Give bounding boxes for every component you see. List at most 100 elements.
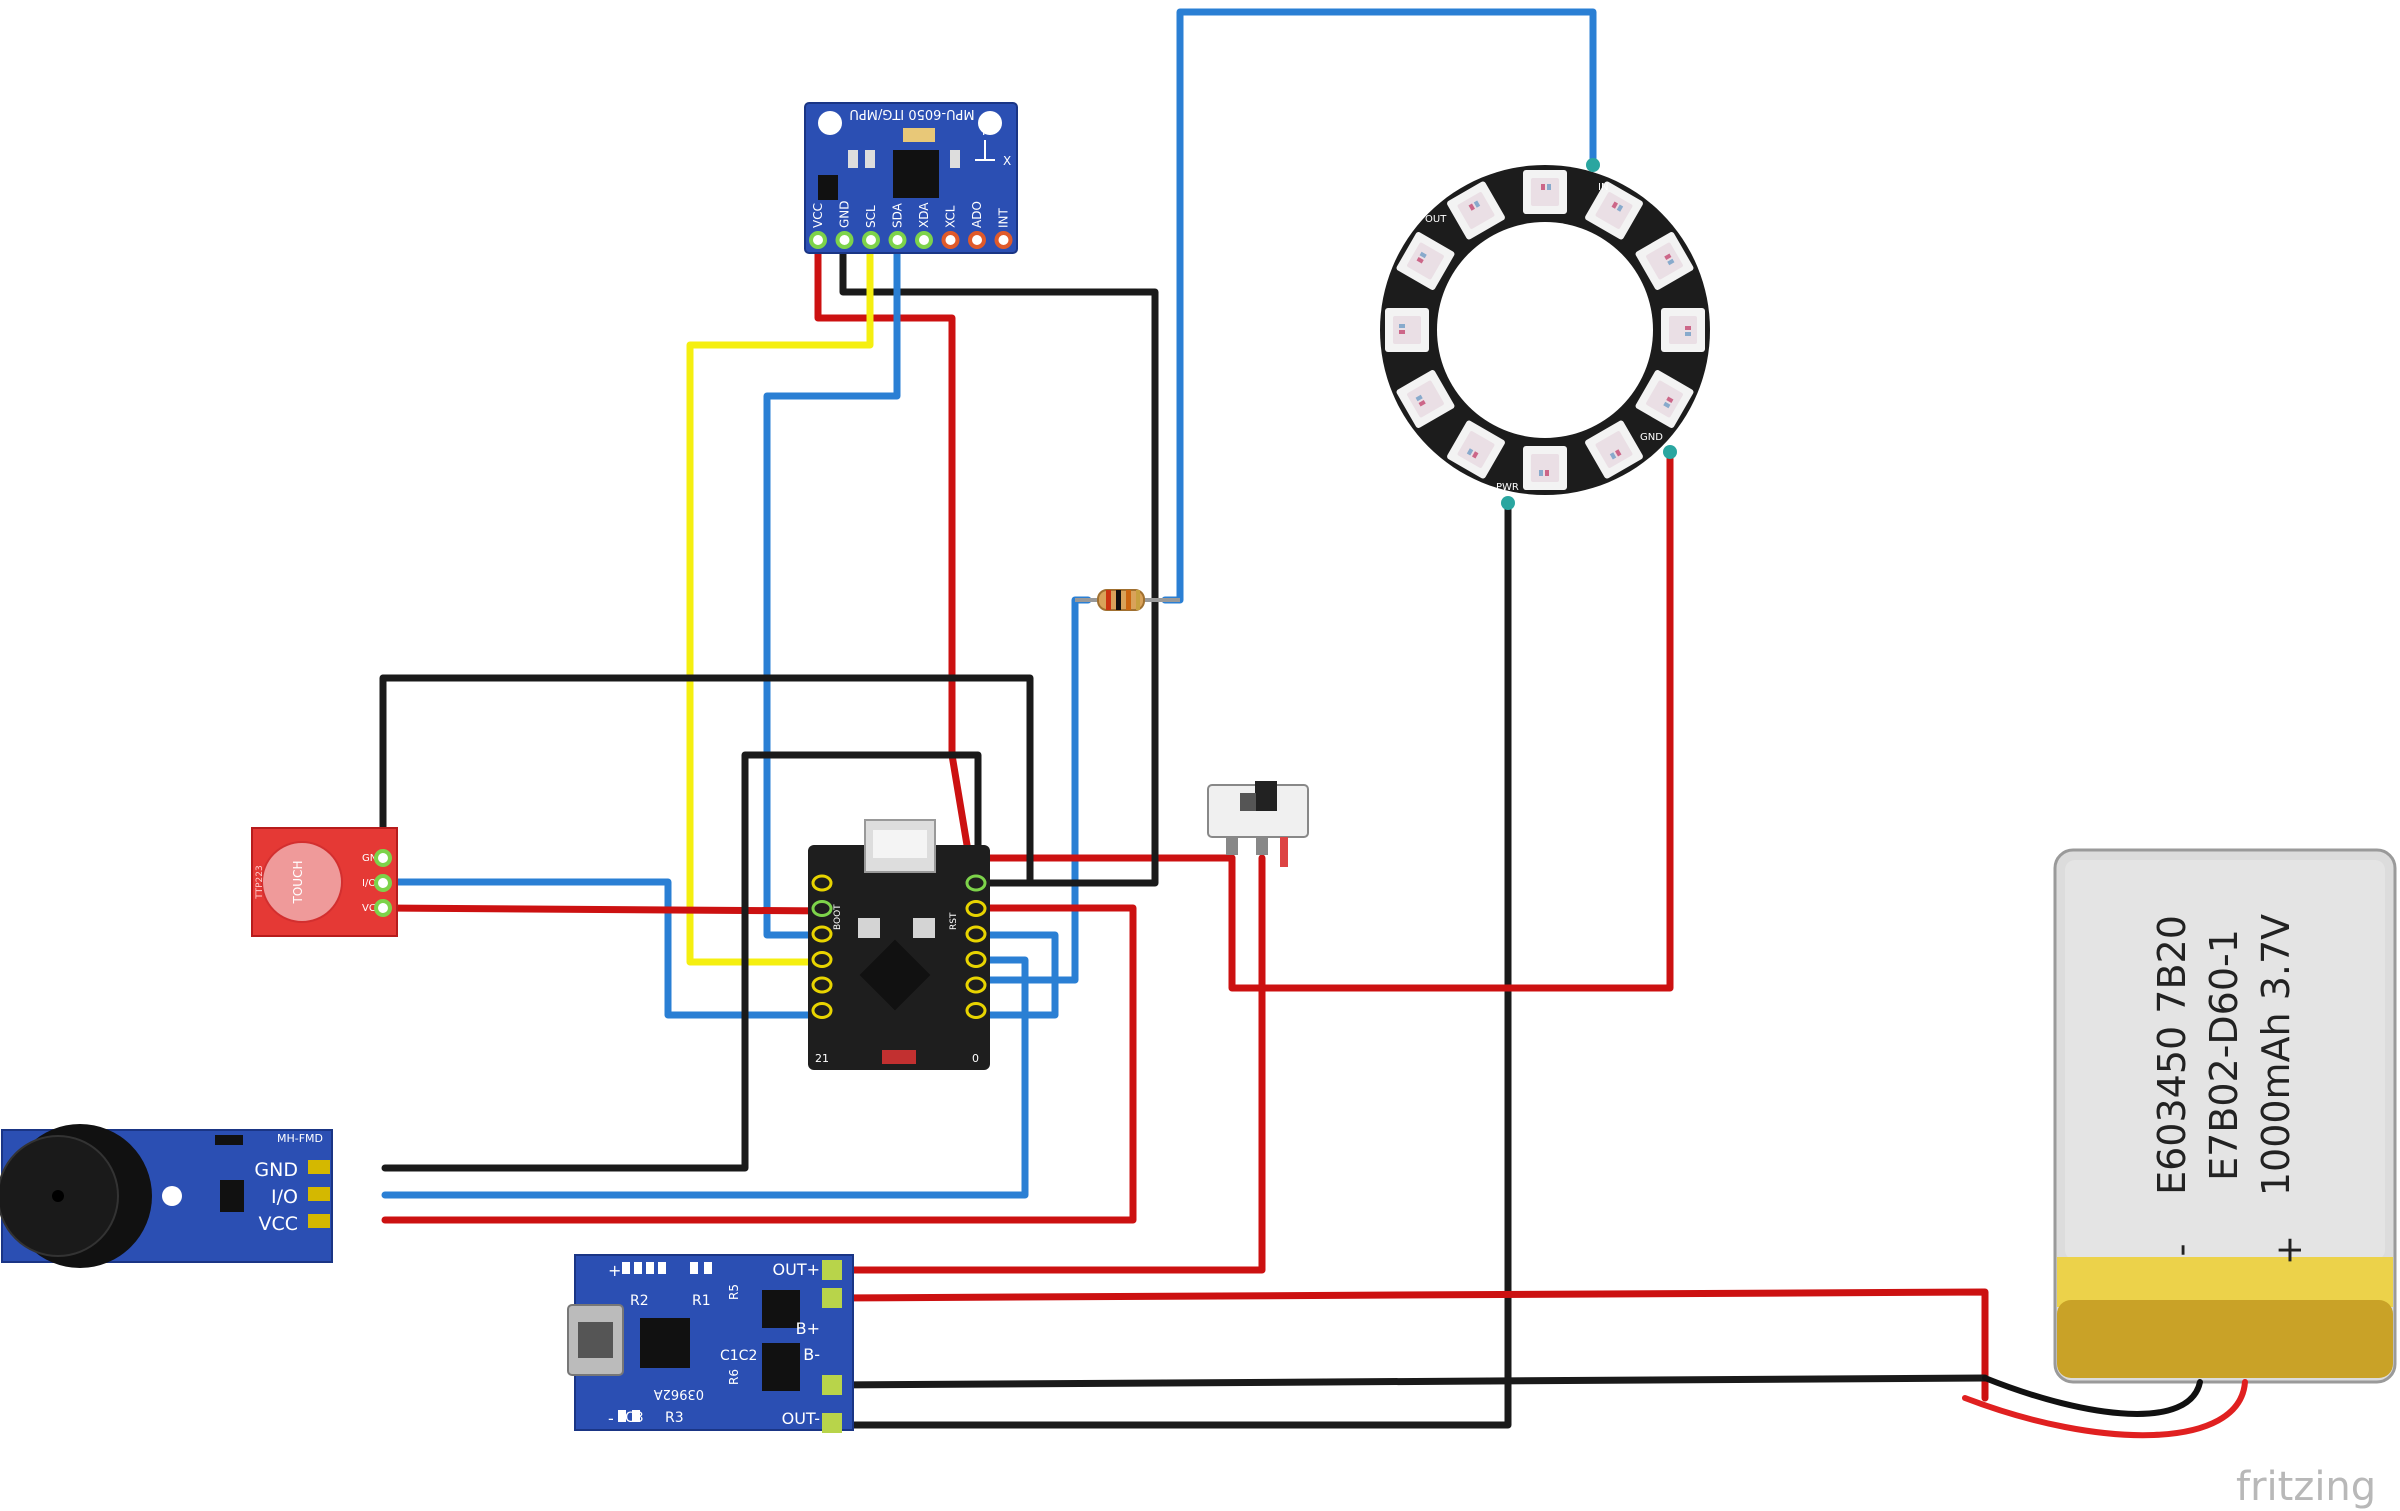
battery-lead-black	[1982, 1375, 2203, 1417]
esp-right-pin-3[interactable]	[965, 925, 987, 943]
touch-pin-label-1: GND	[362, 853, 385, 864]
esp-right-pin-2[interactable]	[965, 900, 987, 917]
mpu-title: MPU-6050 ITG/MPU	[849, 106, 974, 121]
mpu-pin-int[interactable]	[994, 231, 1013, 249]
charger-minus: -	[608, 1409, 614, 1428]
mpu-pin-label-ado: ADO	[970, 201, 984, 228]
wire-ring-pwr	[826, 499, 1512, 1429]
battery-lead-red	[1962, 1379, 2248, 1439]
mpu-pin-label-gnd: GND	[838, 200, 852, 228]
ring-pin-in[interactable]	[1586, 158, 1600, 172]
buzzer-module: MH-FMD GND I/O VCC	[0, 1124, 333, 1268]
charger-code: 03962A	[654, 1386, 704, 1401]
touch-pad[interactable]	[261, 841, 343, 923]
esp-left-pin-5[interactable]	[811, 976, 833, 994]
led-2	[1585, 181, 1643, 240]
charger-c3: C3	[625, 1410, 644, 1426]
buzzer-pin-io: I/O	[271, 1186, 298, 1208]
wire-mpu-gnd	[839, 237, 1159, 887]
ring-pin-pwr[interactable]	[1501, 496, 1515, 510]
ring-label-gnd: GND	[1640, 432, 1663, 443]
battery-minus: -	[2161, 1244, 2202, 1257]
rst-label: RST	[949, 912, 959, 930]
mpu-pin-ado[interactable]	[968, 231, 986, 249]
esp-right-pin-6[interactable]	[965, 1002, 987, 1019]
wire-mpu-sda	[763, 237, 901, 939]
pin-b-minus[interactable]	[822, 1375, 842, 1395]
mpu-pin-xda[interactable]	[915, 231, 933, 249]
esp-left-pin-4[interactable]	[811, 951, 833, 968]
charger-plus: +	[608, 1261, 621, 1280]
pin-out-minus[interactable]	[822, 1413, 842, 1433]
esp32-board: BOOT RST 21 0	[808, 819, 990, 1070]
touch-pin-3[interactable]	[374, 899, 392, 917]
boot-label: BOOT	[833, 904, 843, 930]
pin-out-plus[interactable]	[822, 1260, 842, 1280]
led-5	[1635, 370, 1694, 428]
mpu-pin-label-xda: XDA	[917, 202, 931, 228]
wire-touch-gnd	[379, 674, 1034, 887]
buzzer-pin-vcc: VCC	[258, 1213, 298, 1235]
mpu-pin-xcl[interactable]	[941, 231, 960, 249]
charger-c1c2: C1C2	[720, 1348, 757, 1364]
mpu-pin-label-int: INT	[997, 207, 1011, 228]
led-4	[1661, 308, 1705, 352]
boot-button[interactable]	[858, 918, 880, 938]
slide-switch[interactable]	[1207, 781, 1309, 867]
led-7	[1523, 446, 1567, 490]
mpu-pin-label-xcl: XCL	[944, 205, 958, 228]
esp-right-pin-5[interactable]	[965, 976, 987, 994]
charger-r1: R1	[692, 1293, 711, 1309]
resistor	[1075, 589, 1180, 611]
touch-pin-label-3: VCC	[362, 903, 383, 914]
lipo-battery: E603450 7B20 E7B02-D60-1 1000mAh 3.7V - …	[1962, 848, 2397, 1439]
battery-plus: +	[2269, 1235, 2310, 1265]
rst-button[interactable]	[913, 918, 935, 938]
touch-pad-label: TOUCH	[291, 861, 305, 905]
led-8	[1447, 420, 1505, 479]
buzzer-name: MH-FMD	[277, 1132, 323, 1145]
charger-r3: R3	[665, 1410, 684, 1426]
wire-buzzer-vcc	[381, 904, 1137, 1224]
neopixel-ring: IN OUT GND PWR	[1380, 158, 1710, 510]
mpu-pin-gnd[interactable]	[835, 231, 854, 249]
axis-y-label: Y	[979, 124, 988, 138]
touch-pin-2[interactable]	[374, 874, 392, 892]
led-1	[1523, 170, 1567, 214]
led-9	[1396, 370, 1455, 428]
axis-x-label: X	[1003, 154, 1011, 168]
axis-icon	[975, 140, 995, 161]
led-6	[1585, 420, 1643, 479]
mpu-pin-label-vcc: VCC	[811, 203, 825, 228]
esp-left-pin-2[interactable]	[811, 900, 833, 917]
esp-left-pin-6[interactable]	[811, 1002, 833, 1019]
pin-b-plus[interactable]	[822, 1288, 842, 1308]
touch-pin-1[interactable]	[374, 849, 392, 867]
battery-line-2: E7B02-D60-1	[2202, 929, 2246, 1181]
pin-0-label: 0	[972, 1052, 979, 1065]
esp-right-pin-4[interactable]	[965, 951, 987, 968]
ring-label-out: OUT	[1425, 214, 1447, 225]
ring-label-in: IN	[1598, 182, 1608, 193]
led-12	[1447, 181, 1505, 240]
ring-label-pwr: PWR	[1496, 482, 1519, 493]
esp-left-pin-3[interactable]	[811, 925, 833, 943]
charger-b-plus: B+	[796, 1319, 820, 1338]
ring-pin-gnd[interactable]	[1663, 445, 1677, 459]
touch-name: TTP223	[255, 865, 265, 899]
mpu-pin-label-scl: SCL	[864, 205, 878, 228]
esp-right-pin-1[interactable]	[965, 874, 987, 892]
esp-left-pin-1[interactable]	[811, 874, 833, 892]
charger-module: + - R2 R1 R5 R6 C1C2 C3 R3 03962A OUT+ B…	[567, 1254, 854, 1433]
wire-buzzer-io	[381, 956, 1029, 1199]
charger-b-minus: B-	[803, 1345, 820, 1364]
led-10	[1385, 308, 1429, 352]
charger-r6: R6	[727, 1369, 741, 1385]
mpu-pin-sda[interactable]	[888, 231, 907, 249]
battery-line-1: E603450 7B20	[2150, 915, 2194, 1195]
mpu-pin-scl[interactable]	[862, 231, 880, 249]
led-3	[1635, 232, 1694, 290]
mpu-pin-label-sda: SDA	[891, 202, 905, 228]
mpu-pin-vcc[interactable]	[809, 231, 827, 249]
